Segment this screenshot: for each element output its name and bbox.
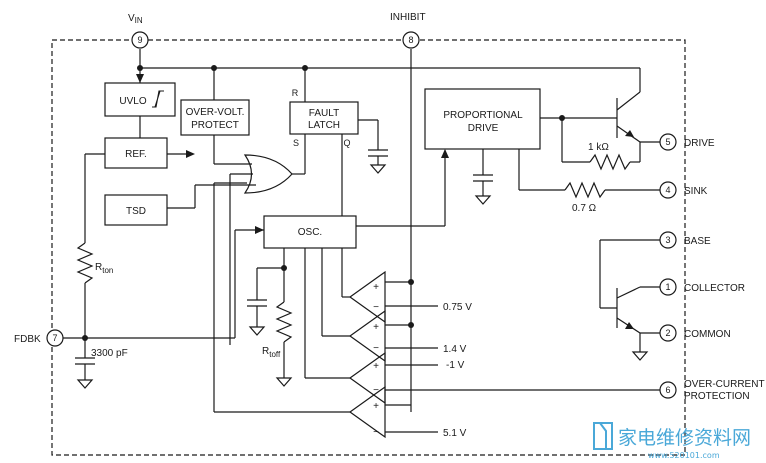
oscillator-block bbox=[263, 215, 357, 249]
comp-1-plus: + bbox=[373, 282, 379, 293]
comp-2-plus: + bbox=[373, 322, 379, 333]
rtoff-resistor bbox=[275, 301, 293, 343]
chip-boundary bbox=[51, 39, 686, 456]
pin-3 bbox=[659, 231, 677, 249]
watermark: 家电维修资料网 www.520101.com bbox=[593, 422, 751, 460]
latch-r-label: R bbox=[292, 88, 299, 98]
ref-voltage-075: 0.75 V bbox=[443, 302, 472, 313]
pin-7 bbox=[46, 329, 64, 347]
pin-2-number: 2 bbox=[665, 328, 670, 338]
pin-5 bbox=[659, 133, 677, 151]
ocp-label-2: PROTECTION bbox=[684, 391, 750, 402]
ref-voltage-14: 1.4 V bbox=[443, 344, 467, 355]
watermark-url: www.520101.com bbox=[648, 451, 720, 460]
pin-1 bbox=[659, 278, 677, 296]
pin-1-number: 1 bbox=[665, 282, 670, 292]
r-sink-label: 0.7 Ω bbox=[572, 203, 597, 214]
ref-block bbox=[104, 137, 168, 169]
over-volt-protect-block bbox=[180, 99, 250, 136]
oscillator-label: OSC. bbox=[298, 227, 322, 238]
proportional-drive-label-2: DRIVE bbox=[468, 123, 499, 134]
fault-latch-label-1: FAULT bbox=[309, 108, 339, 119]
inhibit-label: INHIBIT bbox=[390, 12, 426, 23]
c-fdbk-label: 3300 pF bbox=[91, 348, 128, 359]
tsd-block bbox=[104, 194, 168, 226]
over-volt-label-2: PROTECT bbox=[191, 120, 239, 131]
common-label: COMMON bbox=[684, 329, 731, 340]
sink-resistor bbox=[564, 181, 606, 199]
ref-label: REF. bbox=[125, 149, 147, 160]
comp-3-plus: + bbox=[373, 361, 379, 372]
pin-2 bbox=[659, 324, 677, 342]
pin-6 bbox=[659, 381, 677, 399]
comparator-1 bbox=[348, 270, 386, 324]
pin-7-number: 7 bbox=[52, 333, 57, 343]
1k-resistor bbox=[589, 153, 631, 171]
fault-latch-block bbox=[289, 101, 359, 135]
r-1k-label: 1 kΩ bbox=[588, 142, 609, 153]
sink-label: SINK bbox=[684, 186, 708, 197]
comp-4-plus: + bbox=[373, 401, 379, 412]
drive-label: DRIVE bbox=[684, 138, 715, 149]
comp-1-minus: − bbox=[373, 302, 379, 313]
comp-2-minus: − bbox=[373, 343, 379, 354]
pin-9 bbox=[131, 31, 149, 49]
base-label: BASE bbox=[684, 236, 711, 247]
rtoff-label: Rtoff bbox=[262, 346, 281, 359]
uvlo-label: UVLO bbox=[119, 96, 146, 107]
vin-label: VIN bbox=[128, 13, 143, 25]
comp-4-minus: − bbox=[373, 427, 379, 438]
watermark-logo-icon bbox=[593, 422, 613, 450]
proportional-drive-label-1: PROPORTIONAL bbox=[443, 110, 523, 121]
latch-q-label: Q bbox=[343, 138, 350, 148]
latch-s-label: S bbox=[293, 138, 299, 148]
pin-5-number: 5 bbox=[665, 137, 670, 147]
ocp-label-1: OVER-CURRENT bbox=[684, 379, 765, 390]
ref-voltage-neg1: -1 V bbox=[446, 360, 465, 371]
pin-8 bbox=[402, 31, 420, 49]
pin-8-number: 8 bbox=[408, 35, 413, 45]
ref-voltage-51: 5.1 V bbox=[443, 428, 467, 439]
fault-latch-label-2: LATCH bbox=[308, 120, 340, 131]
watermark-text: 家电维修资料网 bbox=[618, 427, 751, 449]
fdbk-label: FDBK bbox=[14, 334, 41, 345]
pin-9-number: 9 bbox=[137, 35, 142, 45]
comparator-4 bbox=[348, 385, 386, 439]
comparator-3 bbox=[348, 351, 386, 405]
comparator-2 bbox=[348, 309, 386, 363]
pin-6-number: 6 bbox=[665, 385, 670, 395]
pin-4-number: 4 bbox=[665, 185, 670, 195]
over-volt-label-1: OVER-VOLT. bbox=[186, 107, 245, 118]
collector-label: COLLECTOR bbox=[684, 283, 745, 294]
hysteresis-icon bbox=[152, 90, 164, 108]
rton-resistor bbox=[76, 242, 94, 284]
rton-label: Rton bbox=[95, 262, 113, 275]
comp-3-minus: − bbox=[373, 385, 379, 396]
tsd-label: TSD bbox=[126, 206, 146, 217]
pin-4 bbox=[659, 181, 677, 199]
pin-3-number: 3 bbox=[665, 235, 670, 245]
